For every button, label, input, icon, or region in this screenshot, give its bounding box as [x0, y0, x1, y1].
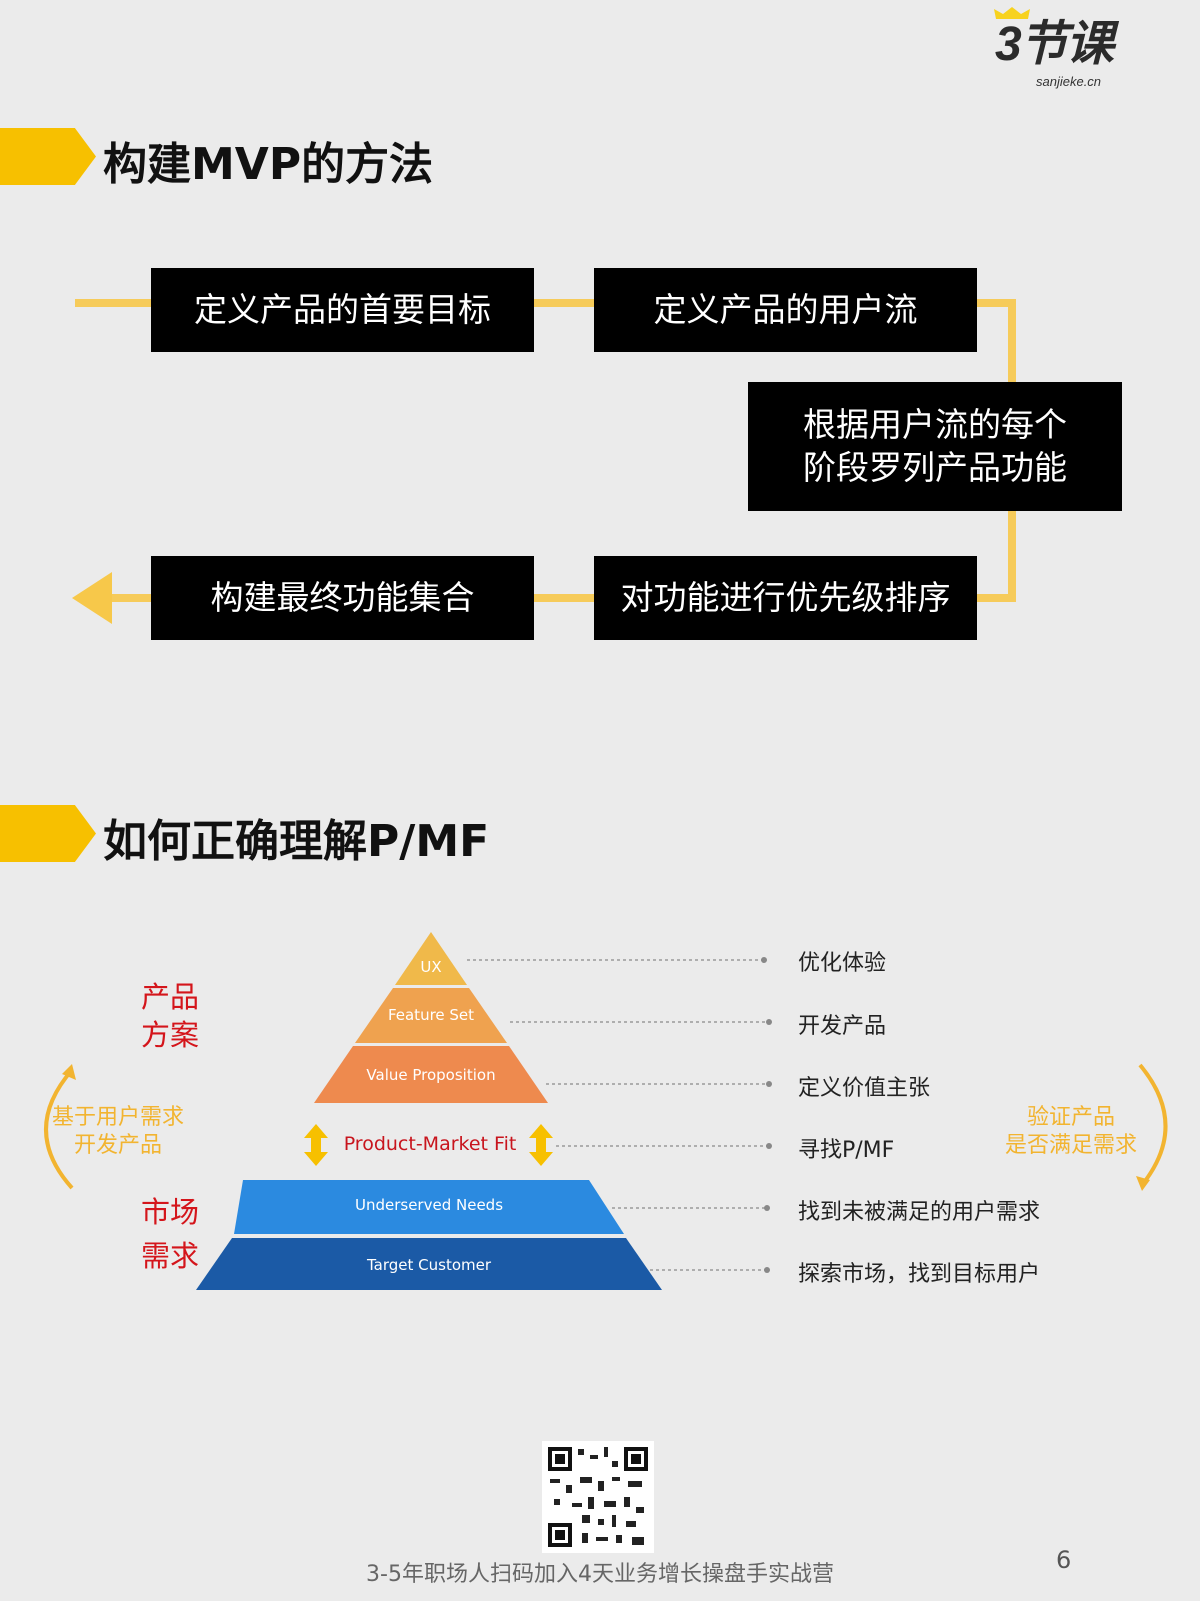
pmf-pyramid — [44, 932, 1168, 1290]
label-validate-product: 验证产品 是否满足需求 — [1005, 1105, 1138, 1158]
label-value-proposition: Value Proposition — [366, 1066, 496, 1084]
step-user-flow: 定义产品的用户流 — [594, 268, 977, 352]
double-arrow-icon — [304, 1124, 328, 1166]
section-marker — [0, 128, 96, 185]
label-product-plan: 产品 方案 — [141, 980, 200, 1052]
label-target-customer: Target Customer — [366, 1256, 492, 1274]
footer-cta: 3-5年职场人扫码加入4天业务增长操盘手实战营 — [366, 1562, 834, 1587]
curved-arrow-left — [44, 1068, 74, 1190]
step-prioritize: 对功能进行优先级排序 — [594, 556, 977, 640]
section-title-mvp: 构建MVP的方法 — [103, 139, 434, 190]
curved-arrow-right — [1138, 1063, 1168, 1187]
label-market-demand: 市场 需求 — [141, 1195, 200, 1273]
step-define-goal: 定义产品的首要目标 — [151, 268, 534, 352]
right-label: 优化体验 — [798, 951, 887, 976]
double-arrow-icon — [529, 1124, 553, 1166]
section-marker — [0, 805, 96, 862]
layer-target-customer — [196, 1238, 662, 1290]
qr-code-icon — [548, 1447, 648, 1547]
right-label: 定义价值主张 — [798, 1076, 931, 1101]
step-build-set: 构建最终功能集合 — [151, 556, 534, 640]
arrow-left-icon — [72, 572, 112, 624]
crown-icon — [994, 7, 1030, 19]
logo: 3节课 sanjieke.cn — [990, 6, 1140, 94]
layer-ux — [395, 932, 467, 985]
label-feature-set: Feature Set — [387, 1006, 475, 1024]
step-list-features: 根据用户流的每个 阶段罗列产品功能 — [748, 382, 1122, 511]
label-build-from-needs: 基于用户需求 开发产品 — [52, 1105, 185, 1158]
right-label: 找到未被满足的用户需求 — [798, 1200, 1041, 1225]
page-number: 6 — [1056, 1546, 1072, 1574]
layer-feature-set — [355, 988, 507, 1043]
label-product-market-fit: Product-Market Fit — [343, 1133, 517, 1155]
layer-underserved-needs — [234, 1180, 624, 1234]
qr-code — [542, 1441, 654, 1553]
right-label: 开发产品 — [798, 1014, 887, 1039]
flow-connectors — [72, 299, 1016, 624]
logo-domain: sanjieke.cn — [1036, 74, 1102, 89]
right-label: 探索市场，找到目标用户 — [798, 1262, 1041, 1287]
label-underserved-needs: Underserved Needs — [354, 1196, 504, 1214]
layer-value-proposition — [314, 1046, 548, 1103]
logo-text: 3节课 — [995, 18, 1114, 71]
section-title-pmf: 如何正确理解P/MF — [103, 816, 490, 867]
right-label: 寻找P/MF — [798, 1138, 895, 1163]
label-ux: UX — [420, 958, 442, 976]
